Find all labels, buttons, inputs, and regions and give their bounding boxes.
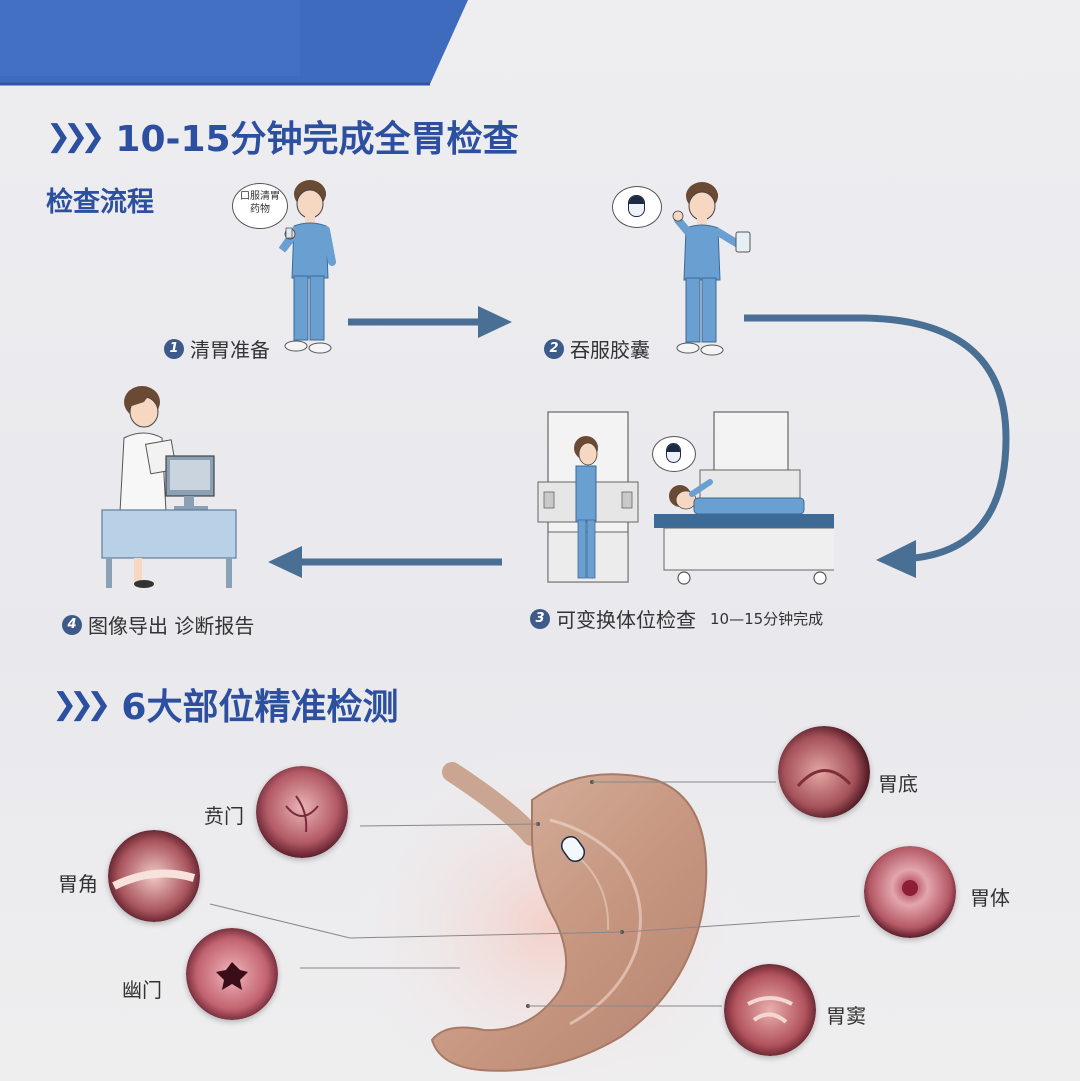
triple-chevron-icon: ❯❯❯ [52,686,111,722]
flow-arrow-curved [744,314,1010,578]
step-duration: 10—15分钟完成 [710,610,824,628]
leader-lines [209,781,861,1007]
step-label: 可变换体位检查 [556,608,696,632]
part-label-fundus: 胃底 [878,772,918,796]
fundus-endoscopic-image [778,726,870,818]
antrum-endoscopic-image [724,964,816,1056]
capsule-icon [628,195,645,217]
section-subtitle: 检查流程 [46,187,154,218]
step-label: 吞服胶囊 [570,338,650,362]
capsule-exam-machines-illustration [537,411,834,585]
capsule-bubble [612,186,662,228]
part-label-angulus: 胃角 [58,872,98,896]
step-number-badge: 3 [530,608,550,629]
speech-bubble: 口服清胃 药物 [232,183,288,229]
step-2: 2 吞服胶囊 [544,334,650,363]
stomach-illustration [360,740,740,1081]
step-label: 清胃准备 [190,338,270,362]
section-title-exam: ❯❯❯ 10-15分钟完成全胃检查 [46,108,519,164]
doctor-report-illustration [101,386,237,588]
capsule-bubble [652,436,696,472]
cardia-endoscopic-image [256,766,348,858]
speech-bubble-line1: 口服清胃 [240,191,280,202]
flow-arrow-right [348,306,512,338]
top-banner [0,0,468,86]
step-number-badge: 4 [62,614,82,635]
section-title-text: 6大部位精准检测 [121,687,399,728]
section-title-text: 10-15分钟完成全胃检查 [115,119,519,160]
part-label-pylorus: 幽门 [122,978,162,1002]
section-title-parts: ❯❯❯ 6大部位精准检测 [52,676,398,732]
part-label-cardia: 贲门 [204,804,244,828]
angulus-endoscopic-image [108,830,200,922]
step-3: 3 可变换体位检查 10—15分钟完成 [530,604,823,633]
step-number-badge: 1 [164,338,184,359]
patient-capsule-illustration [672,182,751,356]
flow-arrow-left [268,546,502,578]
step-1: 1 清胃准备 [164,334,270,363]
capsule-icon [666,443,681,463]
part-label-body: 胃体 [970,886,1010,910]
step-label: 图像导出 诊断报告 [88,614,255,638]
speech-bubble-line2: 药物 [250,204,270,215]
step-number-badge: 2 [544,338,564,359]
body-endoscopic-image [864,846,956,938]
step-4: 4 图像导出 诊断报告 [62,610,254,639]
pylorus-endoscopic-image [186,928,278,1020]
part-label-antrum: 胃窦 [826,1004,866,1028]
patient-drinking-illustration [278,180,336,354]
triple-chevron-icon: ❯❯❯ [46,118,105,154]
